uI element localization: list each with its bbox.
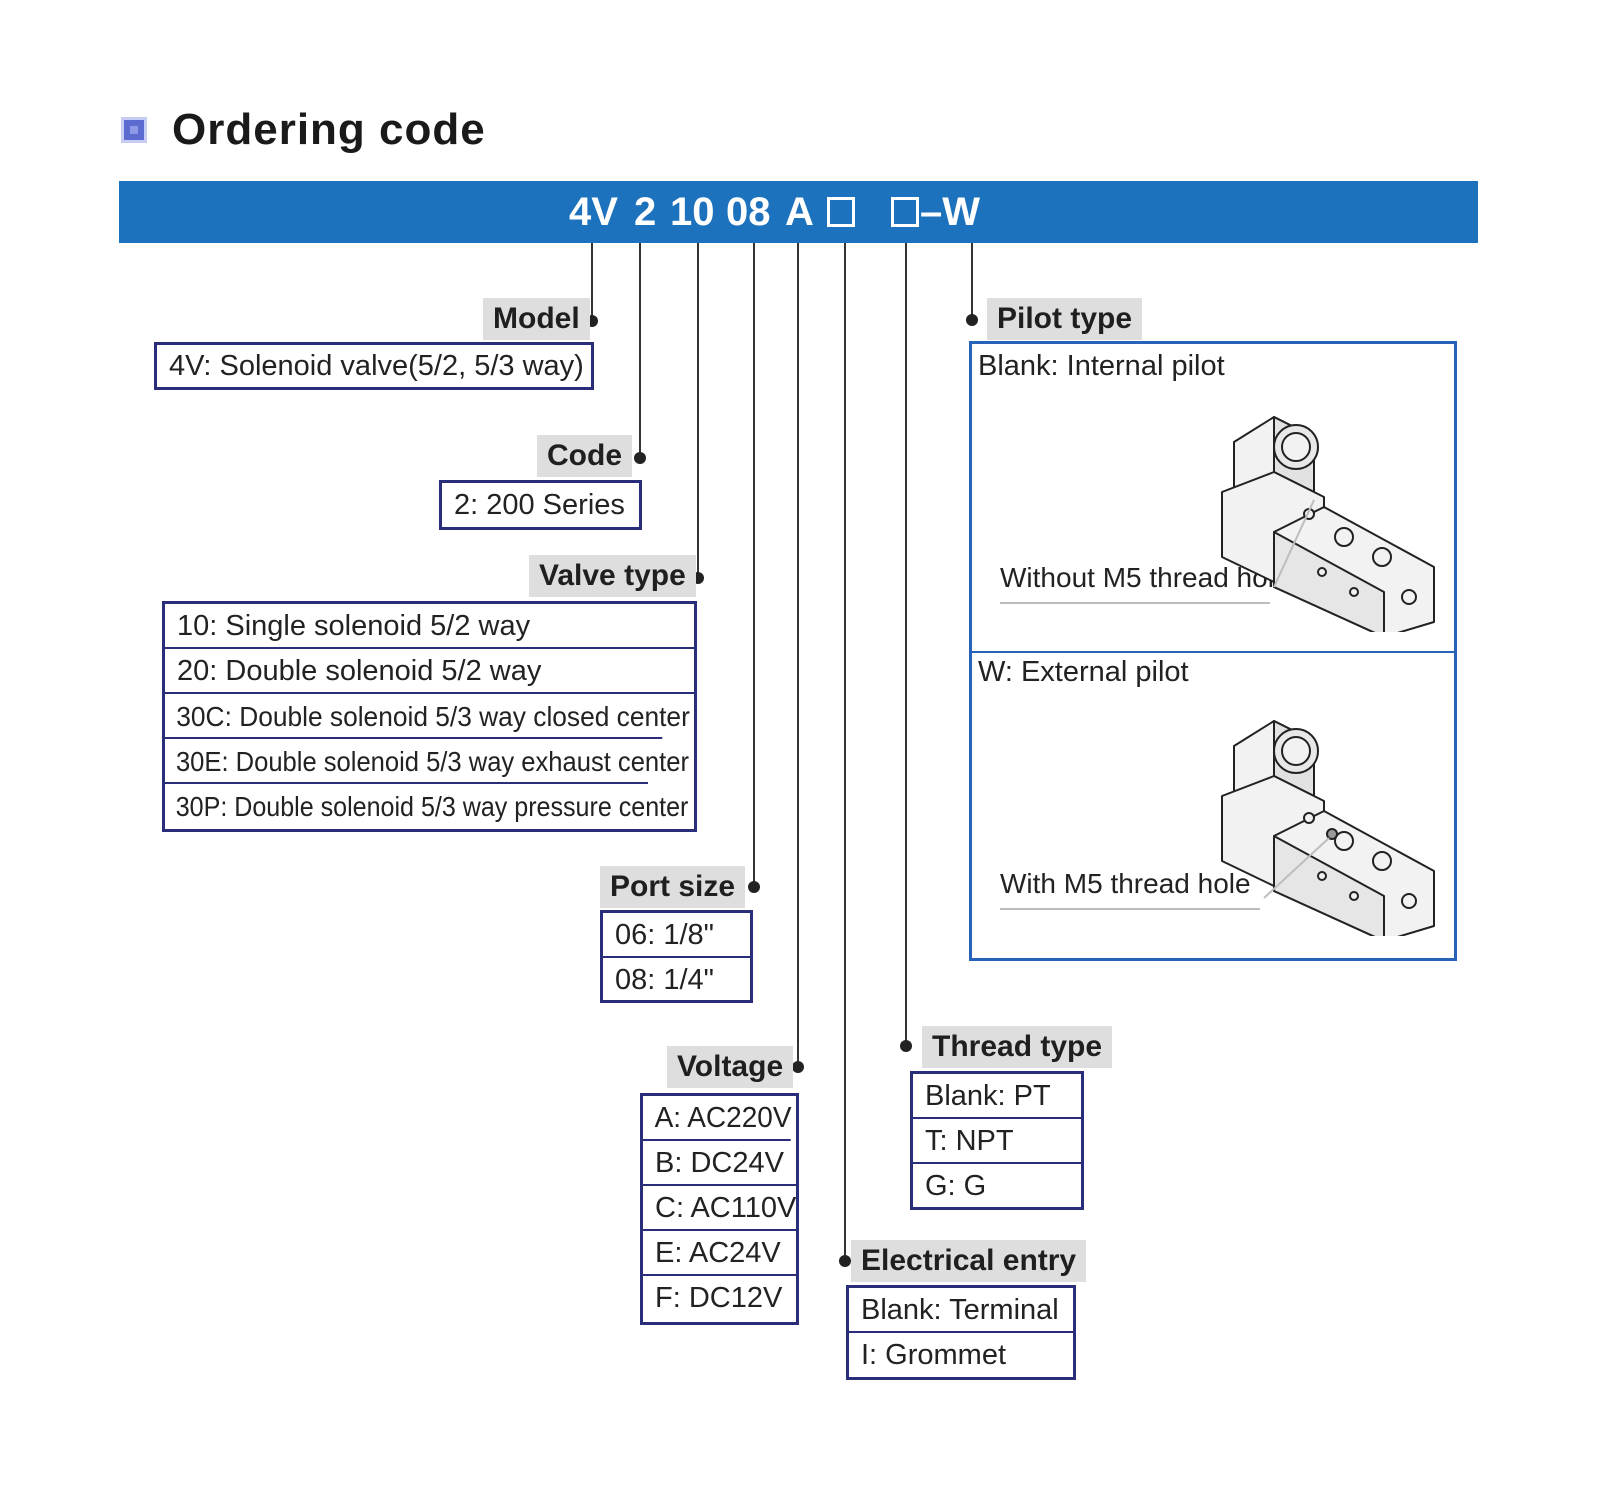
port-size-options: 06: 1/8" 08: 1/4"	[600, 910, 753, 1003]
thread-type-label: Thread type	[922, 1026, 1113, 1068]
voltage-option: F: DC12V	[655, 1282, 783, 1314]
port-size-option: 06: 1/8"	[603, 913, 750, 958]
internal-note-line	[1000, 602, 1270, 604]
voltage-options: A: AC220V B: DC24V C: AC110V E: AC24V F:…	[640, 1093, 799, 1325]
valve-type-label: Valve type	[529, 555, 696, 597]
pilot-type-panel: Blank: Internal pilot Without M5 thread …	[969, 341, 1457, 961]
valve-type-option: 30E: Double solenoid 5/3 way exhaust cen…	[165, 739, 689, 784]
code-options: 2: 200 Series	[439, 480, 642, 530]
valve-type-option: 30C: Double solenoid 5/3 way closed cent…	[165, 694, 690, 739]
code-placeholder-electrical-entry	[827, 197, 855, 227]
ordering-code-bar: 4V 2 10 08 A –W	[119, 181, 1478, 243]
code-placeholder-thread-type	[891, 197, 919, 227]
voltage-option: A: AC220V	[643, 1096, 791, 1141]
thread-type-option: Blank: PT	[913, 1074, 1081, 1119]
internal-pilot-title: Blank: Internal pilot	[978, 350, 1225, 382]
valve-type-option: 20: Double solenoid 5/2 way	[165, 649, 694, 694]
electrical-entry-option: I: Grommet	[861, 1339, 1007, 1371]
port-size-label: Port size	[600, 866, 746, 908]
valve-type-option: 30P: Double solenoid 5/3 way pressure ce…	[175, 791, 689, 822]
code-segment-model: 4V	[569, 190, 618, 234]
code-label: Code	[537, 435, 632, 477]
pilot-divider	[972, 651, 1454, 653]
valve-external-pilot-icon	[1221, 720, 1435, 936]
voltage-option: B: DC24V	[643, 1141, 796, 1186]
model-label: Model	[483, 298, 590, 340]
code-segment-port-size: 08	[726, 190, 771, 234]
model-options: 4V: Solenoid valve(5/2, 5/3 way)	[154, 342, 594, 390]
code-segment-pilot: –W	[920, 190, 980, 234]
voltage-option: E: AC24V	[643, 1231, 796, 1276]
thread-type-options: Blank: PT T: NPT G: G	[910, 1071, 1084, 1210]
code-segment-voltage: A	[785, 190, 814, 234]
voltage-option: C: AC110V	[643, 1186, 796, 1231]
thread-type-option: G: G	[925, 1170, 987, 1202]
electrical-entry-label: Electrical entry	[851, 1240, 1087, 1282]
electrical-entry-options: Blank: Terminal I: Grommet	[846, 1285, 1076, 1380]
valve-type-options: 10: Single solenoid 5/2 way 20: Double s…	[162, 601, 697, 832]
external-note-line	[1000, 908, 1260, 910]
code-segment-valve-type: 10	[670, 190, 715, 234]
external-pilot-note: With M5 thread hole	[1000, 868, 1251, 899]
heading-square-icon	[121, 117, 147, 143]
model-option: 4V: Solenoid valve(5/2, 5/3 way)	[169, 349, 584, 382]
valve-type-option: 10: Single solenoid 5/2 way	[165, 604, 694, 649]
voltage-label: Voltage	[667, 1046, 794, 1088]
thread-type-option: T: NPT	[913, 1119, 1081, 1164]
code-segment-series: 2	[634, 190, 657, 234]
electrical-entry-option: Blank: Terminal	[849, 1288, 1073, 1333]
valve-internal-pilot-icon	[1221, 416, 1435, 632]
page-title: Ordering code	[172, 105, 486, 154]
external-pilot-title: W: External pilot	[978, 656, 1189, 688]
pilot-type-label: Pilot type	[987, 298, 1143, 340]
code-option: 2: 200 Series	[454, 488, 625, 521]
port-size-option: 08: 1/4"	[615, 964, 714, 996]
